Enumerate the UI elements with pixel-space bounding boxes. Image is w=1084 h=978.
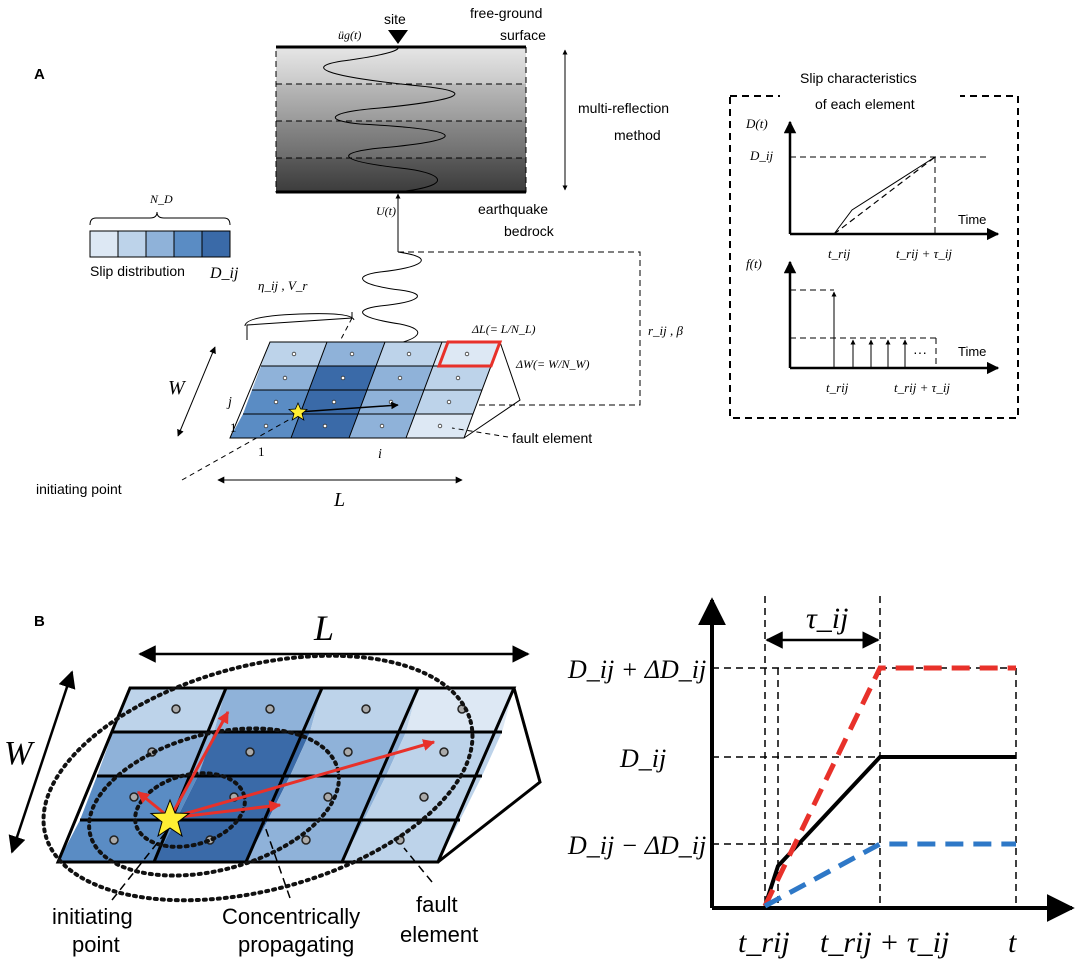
fault-propagation-arrow-a: [297, 401, 399, 413]
slip-legend-swatches: [89, 230, 231, 258]
initiating-label-1: initiating: [52, 904, 133, 929]
initiating-point-label-a: initiating point: [36, 481, 122, 497]
ft-plot: [783, 260, 1000, 375]
initiating-label-2: point: [72, 932, 120, 957]
trij-tau-label-b: t_rij + τ_ij: [820, 926, 949, 959]
L-label-b: L: [313, 608, 334, 648]
multi-reflection-label-2: method: [614, 127, 661, 143]
panel-a-label: A: [34, 66, 45, 83]
time-label-2: Time: [958, 344, 986, 359]
i-label: i: [378, 447, 382, 462]
surface-label: surface: [500, 27, 546, 43]
rij-bracket: [398, 251, 641, 406]
fault-label-2: element: [400, 922, 478, 947]
free-ground-label: free-ground: [470, 5, 542, 21]
slip-distribution-label: Slip distribution: [90, 263, 185, 279]
W-label-b: W: [4, 735, 35, 772]
panel-b-label: B: [34, 613, 45, 630]
fault-element-leader-a: [451, 427, 509, 438]
ground-motion-label: üg(t): [338, 28, 361, 42]
dt-plot: [783, 120, 1000, 241]
trij-label-b: t_rij: [738, 926, 790, 959]
time-label-1: Time: [958, 212, 986, 227]
L-label-a: L: [333, 489, 345, 511]
nd-label: N_D: [149, 192, 173, 206]
eta-brace: [246, 312, 353, 340]
one-left-label: 1: [230, 420, 237, 435]
trij-tau-label-1: t_rij + τ_ij: [896, 246, 952, 261]
dots-label: ···: [913, 344, 927, 360]
j-label: j: [226, 395, 232, 410]
Dt-label: D(t): [745, 116, 768, 131]
dij-legend-label: D_ij: [209, 265, 239, 282]
t-label-b: t: [1008, 926, 1017, 959]
concentric-label-2: propagating: [238, 932, 354, 957]
fault-grid-a: [229, 340, 521, 439]
wave-in-soil: [323, 46, 456, 193]
fault-element-leader-b: [403, 847, 433, 883]
fault-element-label-a: fault element: [512, 430, 592, 446]
dij-minus-label: D_ij − ΔD_ij: [567, 831, 706, 860]
slip-characteristics-box: [729, 95, 1019, 419]
bedrock-label: bedrock: [504, 223, 555, 239]
ft-label: f(t): [746, 256, 762, 271]
earthquake-label: earthquake: [478, 201, 548, 217]
dij-plus-label: D_ij + ΔD_ij: [567, 655, 706, 684]
site-marker-icon: [388, 30, 408, 44]
Dij-axis-label: D_ij: [749, 148, 774, 163]
initiating-star-icon-b: [149, 798, 191, 838]
soil-layers: [275, 45, 527, 194]
slip-box-title-bg: [780, 60, 960, 116]
dW-label: ΔW(= W/N_W): [515, 357, 589, 371]
trij-tau-label-2: t_rij + τ_ij: [894, 380, 950, 395]
initiating-leader-a: [181, 417, 293, 481]
site-label: site: [384, 11, 406, 27]
eta-vr-label: η_ij , V_r: [258, 278, 308, 293]
rij-beta-label: r_ij , β: [648, 323, 684, 338]
slip-box-title-2: of each element: [815, 96, 915, 112]
fault-label-1: fault: [416, 892, 458, 917]
U-label: U(t): [376, 204, 396, 218]
trij-label-2: t_rij: [826, 380, 849, 395]
slip-variation-plot: [698, 596, 1075, 922]
concentric-leader-b: [261, 817, 291, 899]
nd-brace: [89, 211, 231, 226]
concentric-label-1: Concentrically: [222, 904, 360, 929]
dL-label: ΔL(= L/N_L): [471, 322, 536, 336]
W-label-a: W: [168, 377, 187, 399]
W-arrow-a: [177, 346, 216, 437]
dij-label-b: D_ij: [619, 744, 666, 773]
tau-label: τ_ij: [806, 602, 848, 635]
trij-label-1: t_rij: [828, 246, 851, 261]
eta-brace-top: [244, 313, 355, 327]
initiating-star-icon-a: [287, 401, 309, 421]
initiating-leader-b: [111, 831, 167, 901]
multi-reflection-label-1: multi-reflection: [578, 100, 669, 116]
slip-box-title-1: Slip characteristics: [800, 70, 917, 86]
one-bottom-label: 1: [258, 444, 265, 459]
W-arrow-b: [8, 670, 76, 854]
